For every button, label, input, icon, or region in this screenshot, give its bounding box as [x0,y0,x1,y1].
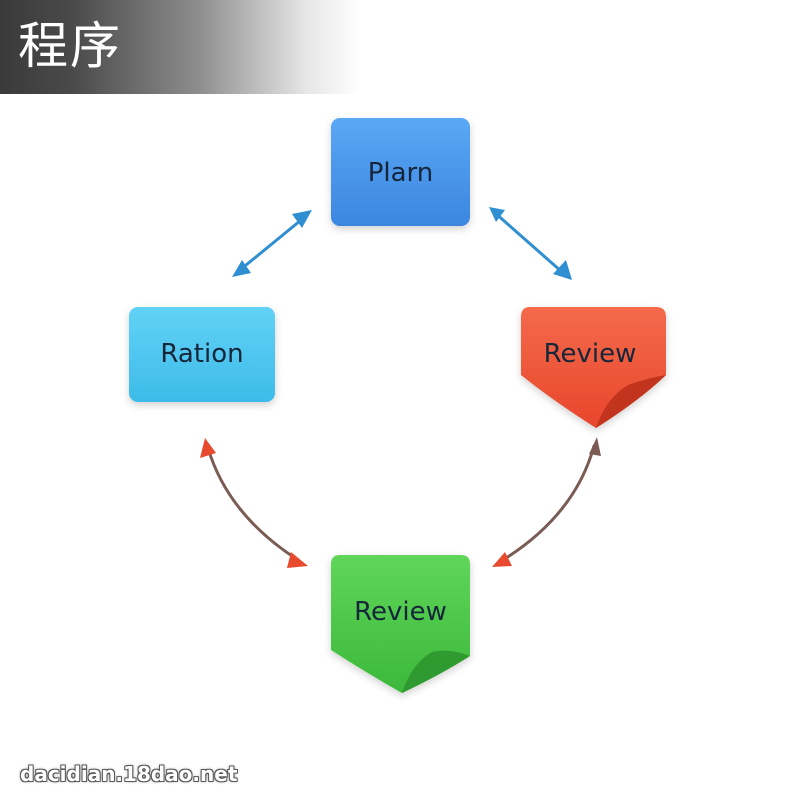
node-plan-label: Plarn [368,158,434,188]
node-review-right-label: Review [544,339,637,369]
node-review-bottom-label: Review [354,597,447,627]
arrow-left-bottom [200,438,308,568]
watermark: dacidian.18dao.net [20,762,238,786]
page-title: 程序 [18,17,122,75]
arrow-top-right [489,207,572,280]
node-review-right[interactable]: Review [521,307,666,428]
arrow-top-left [232,210,312,277]
node-review-bottom[interactable]: Review [331,555,470,693]
node-plan[interactable]: Plarn [331,118,470,226]
node-ration[interactable]: Ration [129,307,275,402]
page-curl-icon [402,650,470,693]
header-band: 程序 [0,0,360,94]
node-ration-label: Ration [160,339,243,369]
page-curl-icon [596,375,666,428]
node-plan-box [331,118,470,226]
node-ration-box [129,307,275,402]
arrow-right-bottom [492,437,601,567]
